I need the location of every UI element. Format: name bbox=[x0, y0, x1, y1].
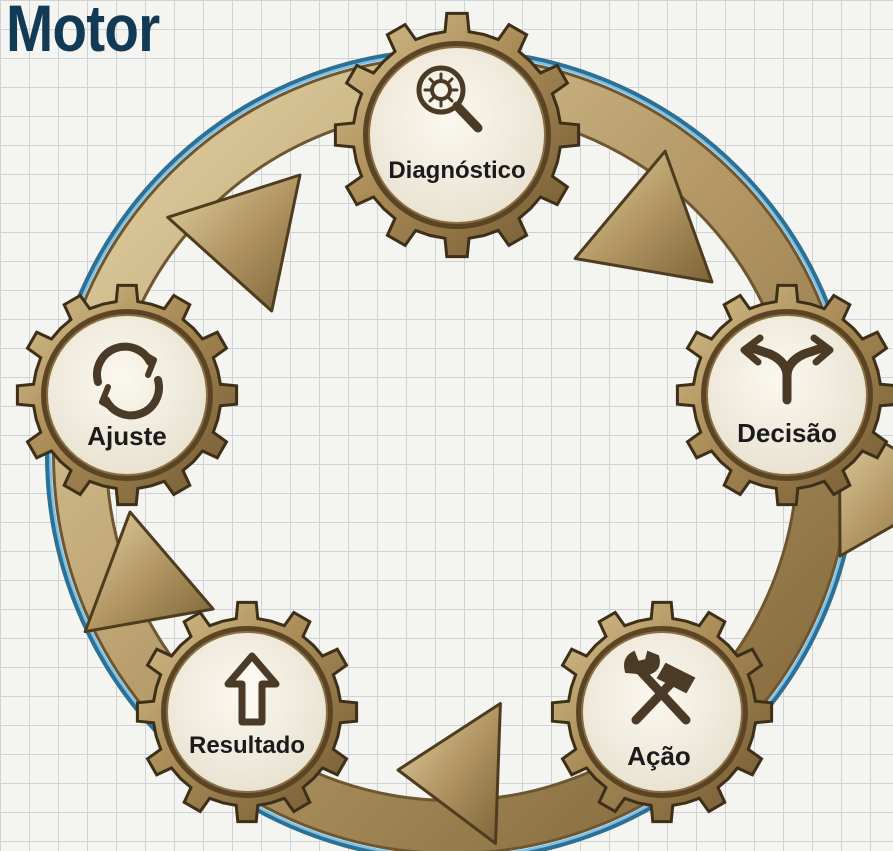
diagram-title: Motor bbox=[6, 0, 160, 65]
gear-acao bbox=[550, 600, 774, 824]
stage-label-diagnostico: Diagnóstico bbox=[388, 157, 525, 184]
magnifier-gear-icon bbox=[416, 65, 483, 133]
arrowhead-resultado-to-ajuste bbox=[83, 510, 215, 634]
gear-face bbox=[46, 314, 208, 476]
arrowhead-acao-to-resultado bbox=[396, 702, 502, 845]
stage-label-resultado: Resultado bbox=[189, 732, 305, 759]
stage-label-acao: Ação bbox=[627, 741, 691, 771]
stage-label-ajuste: Ajuste bbox=[87, 421, 166, 451]
gear-ajuste bbox=[15, 283, 239, 507]
wrench-hammer-icon bbox=[624, 650, 696, 725]
gear-face bbox=[581, 631, 743, 793]
gear-face bbox=[368, 46, 546, 224]
arrowhead-ajuste-to-diagnostico bbox=[166, 173, 302, 313]
refresh-icon bbox=[93, 342, 163, 420]
up-arrow-icon bbox=[224, 652, 280, 726]
fork-arrows-icon bbox=[740, 334, 834, 405]
stage-label-decisao: Decisão bbox=[737, 418, 837, 448]
gear-diagnostico bbox=[333, 11, 581, 259]
arrowhead-diagnostico-to-decisao bbox=[573, 149, 714, 284]
